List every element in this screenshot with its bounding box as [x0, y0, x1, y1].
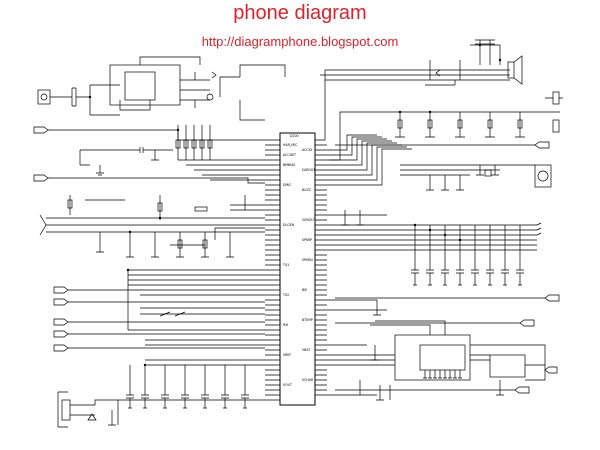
- mid-left-resistors: [67, 195, 265, 258]
- right-ports: [335, 141, 560, 394]
- top-right-speaker-circuit: [315, 39, 523, 141]
- left-passive-network: [79, 125, 265, 181]
- ic-left-pins: [265, 139, 280, 401]
- left-bus-lines: [127, 269, 265, 366]
- svg-text:TX1: TX1: [282, 263, 289, 267]
- svg-text:ACCDET: ACCDET: [283, 153, 296, 157]
- svg-text:RXI: RXI: [283, 323, 288, 327]
- svg-text:TX2: TX2: [282, 293, 289, 297]
- left-ports: [33, 126, 265, 352]
- ic-pin-names: HAR_MIC ACCDET BMBIAS DMIC DLGEN TX1 TX2…: [282, 143, 316, 387]
- svg-text:VCHAR: VCHAR: [302, 378, 314, 382]
- svg-text:BSI: BSI: [302, 288, 307, 292]
- right-connector-block: [400, 164, 552, 191]
- svg-text:BTEMP: BTEMP: [302, 318, 313, 322]
- svg-text:DMIC: DMIC: [283, 183, 292, 187]
- main-ic-label: D200: [290, 134, 299, 138]
- svg-text:VREF: VREF: [283, 353, 291, 357]
- page-title: phone diagram: [233, 2, 367, 24]
- site-url: http://diagramphone.blogspot.com: [201, 34, 399, 49]
- svg-text:SPKRN: SPKRN: [302, 258, 313, 262]
- svg-text:HAR_MIC: HAR_MIC: [283, 143, 298, 147]
- ic-right-pins: [315, 144, 327, 396]
- svg-text:VOUT: VOUT: [283, 383, 292, 387]
- junction-dots: [88, 43, 502, 367]
- right-resistor-group: [330, 91, 563, 161]
- bottom-left-caps: [57, 365, 265, 428]
- svg-text:GENOUT: GENOUT: [302, 218, 316, 222]
- svg-text:BMBIAS: BMBIAS: [283, 163, 295, 167]
- svg-text:EAROUT: EAROUT: [302, 168, 315, 172]
- top-left-mic-circuit: [37, 56, 286, 121]
- right-bus-fan: [327, 134, 412, 186]
- bottom-right-lines: [327, 380, 391, 401]
- bottom-right-ic-block: [327, 320, 558, 396]
- right-cap-bank: [327, 222, 542, 286]
- svg-text:DLGEN: DLGEN: [283, 223, 295, 227]
- svg-text:VBAT: VBAT: [302, 348, 310, 352]
- main-ic: D200: [279, 132, 316, 406]
- svg-text:BUZZ: BUZZ: [302, 188, 312, 192]
- center-right-caps: [327, 210, 387, 361]
- svg-text:ACCID: ACCID: [302, 148, 313, 152]
- svg-text:SPKRP: SPKRP: [302, 238, 312, 242]
